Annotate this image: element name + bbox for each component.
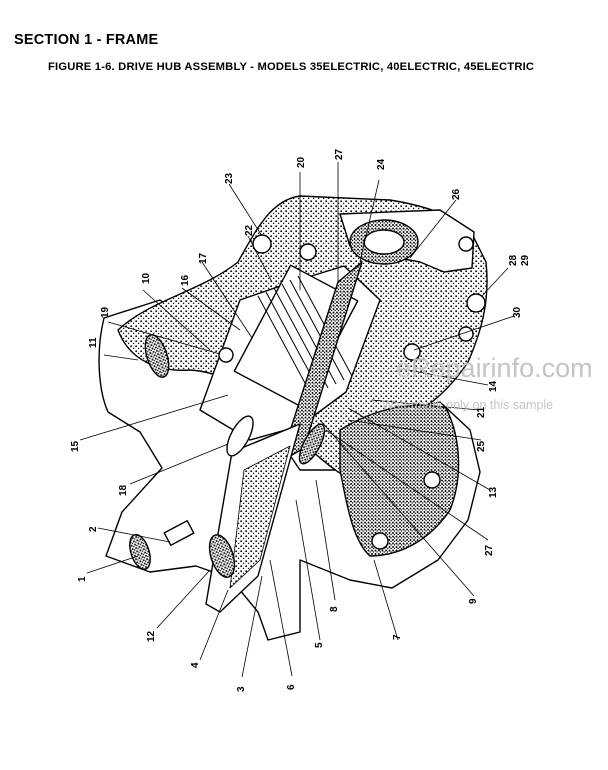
callout-27-top: 27 [334, 148, 345, 160]
spindle-shading [229, 445, 291, 589]
callout-22: 22 [244, 224, 255, 236]
inner-bearing [298, 423, 326, 465]
bolt-upper [299, 243, 317, 261]
callout-16: 16 [180, 274, 191, 286]
hub-skirt [339, 404, 460, 557]
callout-23: 23 [224, 172, 235, 184]
callout-6: 6 [286, 684, 297, 690]
bolt-19 [218, 347, 234, 363]
callout-20: 20 [296, 156, 307, 168]
callout-26: 26 [451, 188, 462, 200]
flange-hole-2 [371, 532, 389, 550]
stud-12 [208, 534, 236, 578]
callout-25: 25 [476, 440, 487, 452]
callout-28: 28 [508, 254, 519, 266]
callout-13: 13 [488, 486, 499, 498]
callout-17: 17 [198, 252, 209, 264]
callout-1: 1 [77, 576, 88, 582]
bolt-right [466, 293, 486, 313]
callout-7: 7 [392, 634, 403, 640]
callout-15: 15 [70, 440, 81, 452]
watermark-site: eRepairinfo.com [396, 353, 593, 383]
bolt-30 [403, 343, 421, 361]
flange-hole-1 [423, 471, 441, 489]
callout-30: 30 [512, 306, 523, 318]
callout-21: 21 [476, 406, 487, 418]
callout-24: 24 [376, 158, 387, 170]
callout-5: 5 [314, 642, 325, 648]
callout-14: 14 [488, 380, 499, 392]
callout-11: 11 [88, 337, 99, 348]
callout-4: 4 [190, 662, 201, 668]
callout-8: 8 [329, 606, 340, 612]
threaded-studs [129, 334, 236, 578]
watermark-note: Watermark only on this sample [382, 398, 553, 412]
section-title: SECTION 1 - FRAME [14, 32, 159, 48]
callout-3: 3 [236, 686, 247, 692]
boss-bolt-hole [458, 236, 474, 252]
bolt-right-lower [458, 326, 474, 342]
leader-lines [79, 162, 515, 678]
bolt-top [252, 234, 272, 254]
hub-illustration [98, 195, 488, 641]
lip-seal [163, 520, 195, 546]
seal-ring [226, 415, 254, 457]
callout-10: 10 [141, 272, 152, 284]
housing-bolts [218, 234, 486, 550]
callout-19: 19 [100, 306, 111, 318]
callout-29: 29 [520, 254, 531, 266]
callout-18: 18 [118, 484, 129, 496]
callout-numbers: 1 2 3 4 5 6 7 8 9 10 11 12 13 14 15 16 1… [70, 148, 531, 692]
callout-12: 12 [146, 630, 157, 642]
callout-9: 9 [468, 598, 479, 604]
callout-2: 2 [88, 526, 99, 532]
callout-27-bottom: 27 [484, 544, 495, 556]
figure-title: FIGURE 1-6. DRIVE HUB ASSEMBLY - MODELS … [48, 61, 535, 73]
stud-11 [144, 334, 170, 378]
